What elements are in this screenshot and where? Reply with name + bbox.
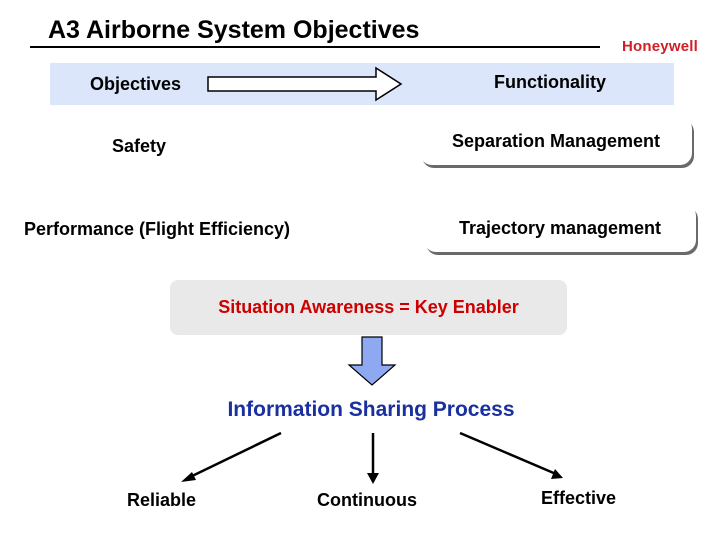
objective-performance: Performance (Flight Efficiency) xyxy=(24,219,291,239)
branch-arrow-effective xyxy=(459,431,557,476)
attribute-reliable: Reliable xyxy=(127,490,197,510)
attribute-continuous: Continuous xyxy=(317,490,417,510)
separation-management-label: Separation Management xyxy=(451,130,661,151)
information-sharing-process: Information Sharing Process xyxy=(227,398,515,421)
title-underline xyxy=(30,46,600,48)
trajectory-management-box: Trajectory management xyxy=(424,204,696,252)
branch-arrowhead-reliable xyxy=(181,472,196,482)
branch-arrowhead-continuous xyxy=(367,473,379,484)
enabler-down-arrow xyxy=(347,336,397,386)
slide-title: A3 Airborne System Objectives xyxy=(48,16,420,44)
objective-safety: Safety xyxy=(112,136,167,156)
situation-awareness-box: Situation Awareness = Key Enabler xyxy=(170,280,567,335)
objectives-header: Objectives xyxy=(90,74,182,94)
situation-awareness-label: Situation Awareness = Key Enabler xyxy=(218,297,519,317)
branch-arrowhead-effective xyxy=(551,469,563,479)
branch-arrow-reliable xyxy=(187,431,282,480)
trajectory-management-label: Trajectory management xyxy=(458,217,662,238)
honeywell-logo: Honeywell xyxy=(622,38,698,55)
objectives-to-functionality-arrow xyxy=(207,66,403,102)
attribute-effective: Effective xyxy=(541,488,617,508)
separation-management-box: Separation Management xyxy=(420,117,692,165)
functionality-header: Functionality xyxy=(494,72,606,92)
